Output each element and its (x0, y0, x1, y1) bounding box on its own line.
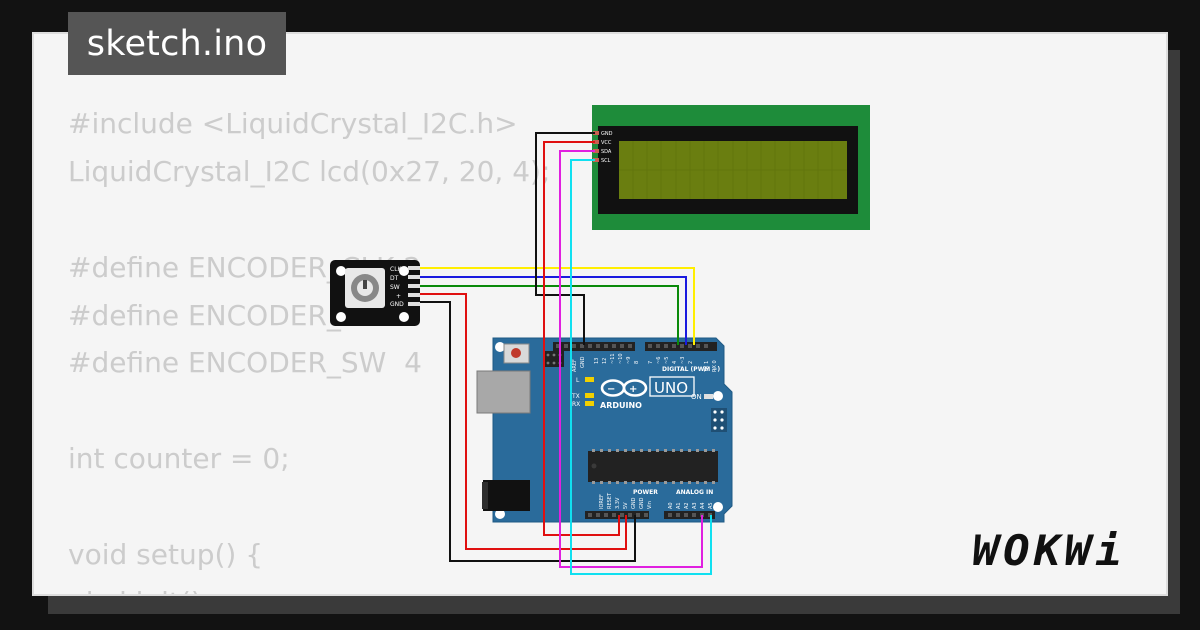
analog-header (664, 511, 715, 519)
digital-pin-label: 12 (602, 358, 608, 364)
power-pin-label: GND (639, 497, 645, 509)
digital-pin-label: TX 1 (704, 361, 710, 373)
lcd-pin-label: SDA (601, 149, 612, 155)
analog-label: ANALOG IN (676, 489, 713, 496)
wire-encoder-vcc (420, 293, 627, 550)
uno-badge (649, 376, 695, 397)
arduino-uno-board[interactable]: AREF GND 13 12 ~11 ~10 ~9 8 7 ~6 ~5 4 ~3… (476, 337, 733, 523)
digital-pin-label: ~3 (680, 357, 686, 364)
code-line: int counter = 0; (68, 442, 290, 476)
icsp-header-2 (711, 408, 727, 432)
usb-connector (476, 370, 531, 414)
wire-clk (420, 267, 695, 345)
mounting-hole (495, 509, 505, 519)
encoder-pin-label: CLK (390, 266, 403, 273)
encoder-pin-label: DT (390, 275, 399, 282)
code-line: lcd.init(); (68, 579, 550, 594)
power-pin-label: 5V (623, 502, 629, 509)
analog-pin-label: A4 (700, 502, 706, 509)
wire-lcd-scl (570, 159, 712, 575)
digital-header-left (553, 342, 635, 351)
digital-pin-label: 4 (672, 361, 678, 364)
digital-pin-label: 13 (594, 358, 600, 364)
mounting-hole (399, 266, 409, 276)
power-label: POWER (633, 489, 658, 496)
power-jack (483, 480, 530, 511)
digital-pin-label: RX 0 (712, 360, 718, 372)
mounting-hole (399, 312, 409, 322)
digital-label: DIGITAL (PWM ~) (662, 366, 720, 373)
code-line: #include <LiquidCrystal_I2C.h> (68, 107, 518, 140)
digital-pin-label: GND (580, 356, 586, 368)
power-pin-label: GND (631, 497, 637, 509)
lcd-pin-label: GND (601, 131, 613, 137)
encoder-pin-label: SW (390, 284, 400, 291)
digital-pin-label: ~10 (618, 353, 624, 364)
lcd-pin-label: SCL (601, 158, 611, 164)
power-pin-label: IOREF (599, 494, 605, 509)
mounting-hole (336, 266, 346, 276)
onboard-leds (585, 377, 713, 406)
lcd-pin-label: VCC (601, 140, 612, 146)
code-line: void setup() { (68, 538, 264, 572)
power-header (585, 511, 649, 519)
digital-pin-label: ~5 (664, 357, 670, 364)
wire-sw (420, 285, 679, 345)
svg-text:−: − (607, 384, 615, 395)
lcd-pin-header (593, 131, 599, 162)
atmega-chip (588, 451, 718, 482)
power-pin-label: Vin (647, 501, 653, 509)
code-preview: #include <LiquidCrystal_I2C.h> LiquidCrys… (68, 100, 550, 594)
wire-lcd-gnd (535, 132, 595, 345)
wokwi-logo[interactable]: WOKWi (972, 526, 1127, 575)
code-line: LiquidCrystal_I2C lcd(0x27, 20, 4); (68, 154, 551, 188)
wire-dt (420, 276, 687, 345)
led-label: TX (571, 393, 580, 400)
lcd-screen (619, 141, 847, 199)
on-led-label: ON (691, 393, 702, 401)
analog-pin-label: A2 (684, 502, 690, 509)
mounting-hole (495, 342, 505, 352)
power-pin-label: 3.3V (615, 497, 621, 509)
analog-pin-label: A1 (676, 502, 682, 509)
lcd-character-grid (619, 141, 847, 199)
uno-label: UNO (654, 379, 688, 397)
analog-pin-label: A3 (692, 502, 698, 509)
mounting-hole (713, 391, 723, 401)
led-label: RX (572, 401, 580, 408)
digital-pin-label: 7 (648, 361, 654, 364)
svg-text:+: + (629, 384, 637, 395)
digital-pin-label: 2 (688, 361, 694, 364)
analog-pin-label: A5 (708, 502, 714, 509)
digital-pin-label: ~9 (626, 357, 632, 364)
wires (420, 132, 712, 575)
analog-pin-label: A0 (668, 502, 674, 509)
encoder-pin-label: + (396, 293, 401, 300)
wire-lcd-sda (559, 150, 703, 568)
encoder-pin-label: GND (390, 301, 404, 308)
arduino-brand: ARDUINO (600, 401, 642, 410)
digital-pin-label: ~6 (656, 357, 662, 364)
reset-button (511, 348, 521, 358)
lcd-module[interactable]: GND VCC SDA SCL (592, 105, 870, 230)
rotary-encoder-module[interactable]: CLK DT SW + GND (330, 260, 420, 326)
arduino-infinity-logo (600, 379, 648, 397)
mounting-hole (713, 502, 723, 512)
code-line: #define ENCODER_SW 4 (68, 346, 422, 380)
wire-lcd-vcc (543, 141, 620, 536)
mounting-hole (336, 312, 346, 322)
power-pin-label: RESET (607, 492, 613, 509)
digital-pin-label: AREF (572, 359, 578, 372)
digital-pin-label: ~11 (610, 353, 616, 364)
digital-pin-label: 8 (634, 361, 640, 364)
wire-encoder-gnd (420, 301, 636, 562)
file-name-tab[interactable]: sketch.ino (68, 12, 286, 75)
led-label: L (576, 377, 580, 384)
